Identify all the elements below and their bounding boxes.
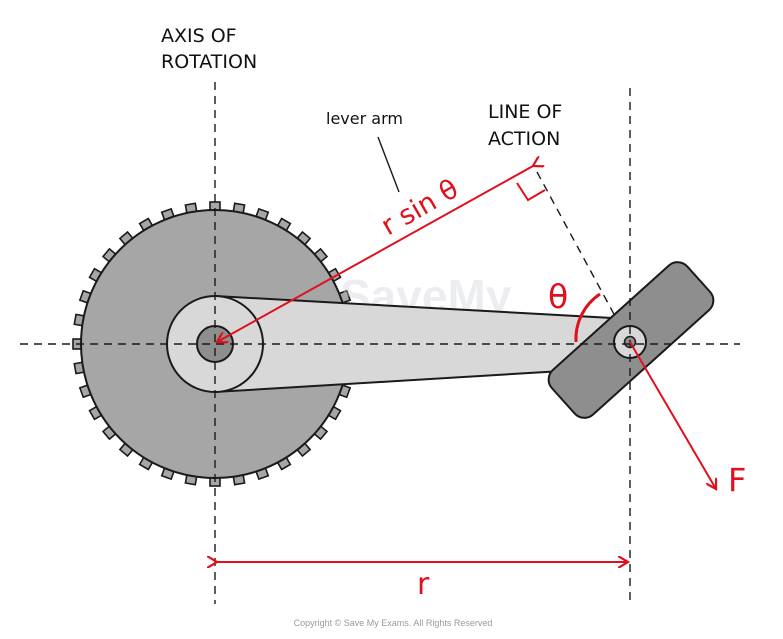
line-of-action-label-line1: LINE OF xyxy=(488,101,562,123)
lever-arm-arrow xyxy=(217,166,533,342)
force-label: F xyxy=(728,461,746,499)
force-arrow xyxy=(629,341,716,489)
theta-arc xyxy=(574,292,601,343)
lever-arm-leader xyxy=(377,136,400,193)
line-of-action-label-line2: ACTION xyxy=(488,128,560,150)
lever-arm-label: lever arm xyxy=(326,109,403,128)
r-label: r xyxy=(417,567,430,602)
copyright-notice: Copyright © Save My Exams. All Rights Re… xyxy=(294,618,493,628)
theta-label: θ xyxy=(548,277,568,316)
axis-of-rotation-label-line2: ROTATION xyxy=(161,51,257,73)
right-angle-marker xyxy=(516,182,546,202)
axis-of-rotation-label-line1: AXIS OF xyxy=(161,25,237,47)
r-sin-theta-label: r sin θ xyxy=(376,173,464,242)
